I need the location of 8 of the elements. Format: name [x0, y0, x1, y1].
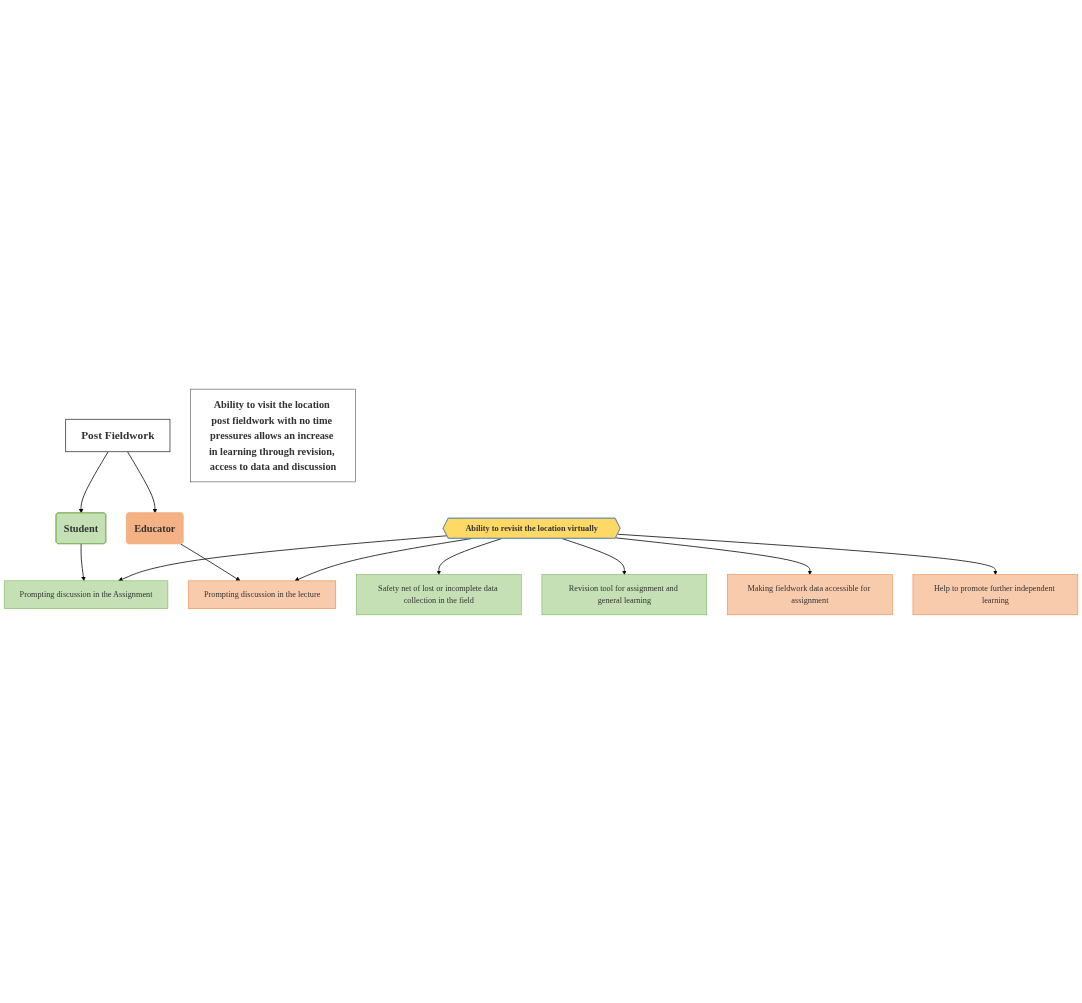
node-box: Revision tool for assignment and general learning [541, 573, 708, 615]
node-box: Help to promote further independent learning [912, 573, 1079, 615]
node-box: Post Fieldwork [65, 418, 171, 452]
node-box: Ability to visit the location post fieldwork with no time pressures allows an increase in learning through revision, access to data and discussion [190, 388, 356, 482]
node-box: Prompting discussion in the Assignment [3, 580, 169, 609]
node-box: Making fieldwork data accessible for assignment [727, 573, 893, 615]
node-box: Prompting discussion in the lecture [188, 580, 337, 609]
node-box: Safety net of lost or incomplete data collection in the field [356, 573, 522, 615]
